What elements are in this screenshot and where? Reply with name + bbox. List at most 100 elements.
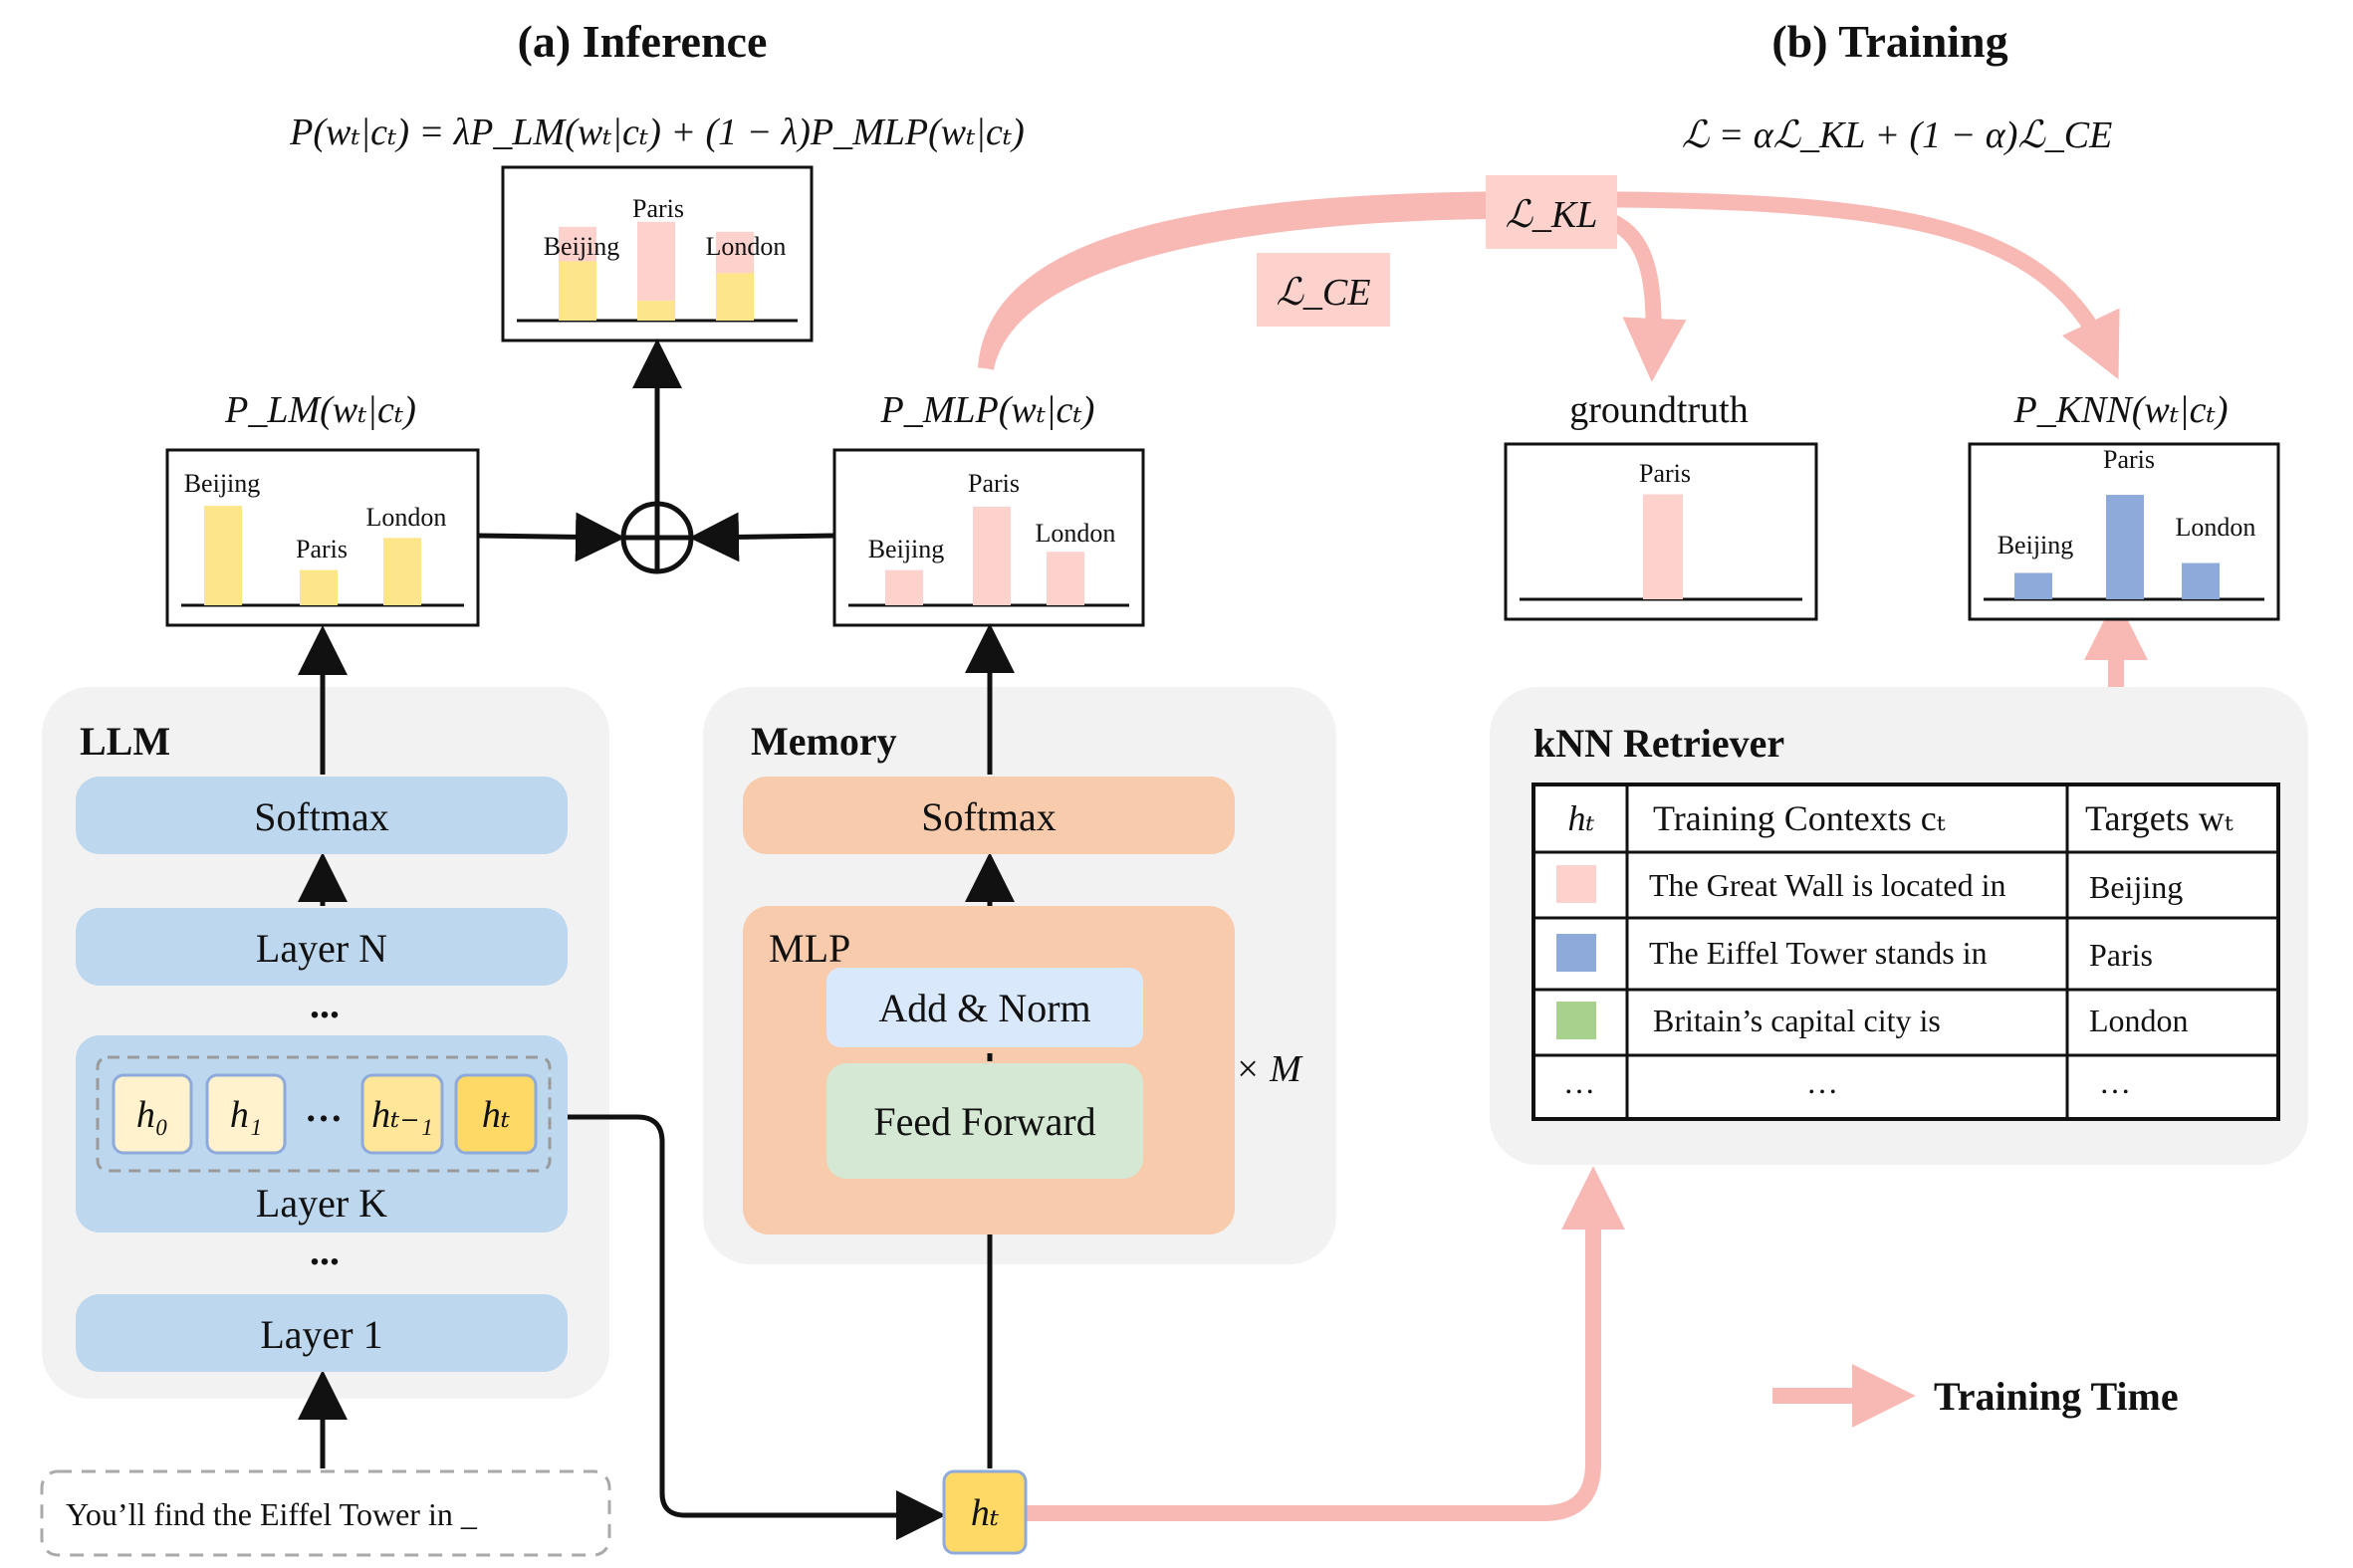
bar-label-beijing: Beijing [184,469,261,498]
bar-london [383,538,421,605]
mlp-label: MLP [769,926,850,971]
bar-label-paris: Paris [1639,459,1691,488]
bar-label-paris: Paris [2103,445,2155,474]
inference-title: (a) Inference [518,16,768,67]
knn-header-target: Targets wₜ [2085,798,2234,838]
knn-table [1531,783,2280,1121]
bar-label-london: London [366,503,447,532]
knn-row4-target: … [2099,1064,2131,1100]
ce-loss-label: ℒ_CE [1277,272,1371,314]
feed-forward-block [826,1063,1143,1179]
layer-1-label: Layer 1 [260,1312,382,1357]
memory-label: Memory [751,719,897,764]
mix-bar-bottom-beijing [559,261,596,321]
bar-beijing [2014,572,2052,599]
ce-loss-arrow [978,202,1687,382]
feed-forward-label: Feed Forward [873,1099,1095,1144]
bar-label-beijing: Beijing [1998,531,2074,560]
knn-row4-context: … [1806,1064,1838,1100]
bar-label-beijing: Beijing [544,232,620,261]
add-norm-block [826,968,1143,1047]
knn-row3-target: London [2089,1003,2189,1038]
input-text: You’ll find the Eiffel Tower in _ [66,1496,478,1532]
kl-loss-box [1486,175,1617,249]
bar-london [2182,562,2220,599]
layer-n-block [76,908,568,986]
training-title: (b) Training [1771,16,2007,67]
knn-row3-swatch [1556,1002,1596,1039]
hidden-h1-label: h₁ [230,1094,262,1136]
bar-label-london: London [2176,513,2256,542]
input-box [40,1469,611,1557]
hidden-ht-1-label: hₜ₋₁ [371,1094,433,1136]
knn-row1-swatch [1556,865,1596,903]
llm-softmax-label: Softmax [254,794,389,839]
knn-dist-label: P_KNN(wₜ|cₜ) [2013,389,2229,431]
hidden-h0-label: h₀ [136,1094,168,1136]
mix-bar-bottom-paris [637,301,675,321]
bar-beijing [885,569,923,605]
hidden-ht-1 [360,1073,444,1155]
mix-bar-top-beijing [559,226,596,262]
training-equation: ℒ = αℒ_KL + (1 − α)ℒ_CE [1682,114,2113,156]
ht-node [942,1469,1028,1555]
kl-loss-label: ℒ_KL [1506,194,1598,236]
knn-row4-h: … [1563,1064,1595,1100]
memory-softmax-label: Softmax [921,794,1057,839]
bar-label-london: London [1036,519,1116,548]
layer-1-block [76,1294,568,1372]
knn-row1-context: The Great Wall is located in [1649,867,2005,903]
lm-to-oplus [477,512,625,562]
memory-softmax-block [743,777,1235,854]
lm-dist-label: P_LM(wₜ|cₜ) [224,389,416,431]
mix-bar-top-paris [637,221,675,302]
ht-extract-arrow [538,1114,946,1540]
knn-row2-swatch [1556,934,1596,972]
bar-beijing [204,506,242,605]
ce-loss-box [1257,253,1390,327]
layer-k-label: Layer K [256,1181,387,1226]
llm-ellipsis-bottom: ... [310,1229,340,1273]
hidden-h0 [112,1073,193,1155]
hidden-ellipsis: … [305,1088,343,1130]
bar-label-london: London [706,232,787,261]
ht-node-label: hₜ [971,1492,1000,1534]
bar-paris [1643,494,1683,599]
bar-label-paris: Paris [632,194,684,223]
knn-row3-context: Britain’s capital city is [1653,1003,1941,1038]
groundtruth-label: groundtruth [1569,389,1748,431]
llm-softmax-block [76,777,568,854]
hidden-h1 [205,1073,287,1155]
repeat-label: × M [1235,1048,1303,1090]
bar-london [1047,552,1084,605]
ht-to-knn-arrow [1026,1166,1625,1521]
bar-paris [300,569,338,605]
knn-header-context: Training Contexts cₜ [1653,798,1946,838]
knn-row2-context: The Eiffel Tower stands in [1649,935,1988,971]
layer-k-block [76,1035,568,1232]
add-norm-label: Add & Norm [878,986,1090,1030]
bar-label-paris: Paris [968,469,1020,498]
bar-label-paris: Paris [296,535,348,563]
llm-label: LLM [80,719,170,764]
legend-training-time: Training Time [1934,1374,2179,1419]
bar-paris [973,506,1011,605]
mix-bar-bottom-london [716,273,754,321]
llm-ellipsis-top: ... [310,982,340,1026]
knn-row1-target: Beijing [2089,869,2183,905]
knn-row2-target: Paris [2089,937,2153,973]
layer-n-label: Layer N [256,926,387,971]
knn-label: kNN Retriever [1533,721,1784,766]
groundtruth-chart: Paris [1504,442,1818,621]
bar-paris [2106,495,2144,599]
inference-equation: P(wₜ|cₜ) = λP_LM(wₜ|cₜ) + (1 − λ)P_MLP(w… [289,112,1025,153]
mix-bar-top-london [716,231,754,274]
hidden-ht-label: hₜ [482,1094,511,1136]
mlp-dist-label: P_MLP(wₜ|cₜ) [880,389,1095,431]
bar-label-beijing: Beijing [868,535,945,563]
